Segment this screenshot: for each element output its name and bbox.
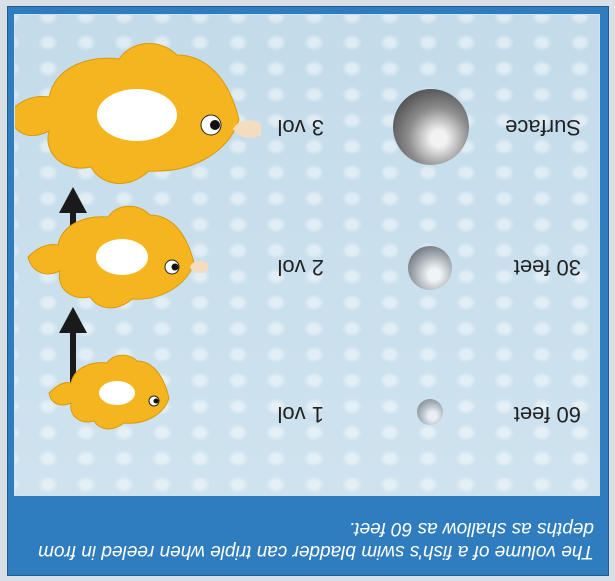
down-arrow-icon xyxy=(59,307,87,395)
fish-icon xyxy=(48,354,170,430)
water-background: 60 feet 1 vol 30 feet 2 vol Surface 3 vo… xyxy=(14,14,600,496)
caption-text: The volume of a fish's swim bladder can … xyxy=(38,518,594,562)
caption-banner: The volume of a fish's swim bladder can … xyxy=(8,496,608,575)
diagram-frame: The volume of a fish's swim bladder can … xyxy=(7,6,609,576)
fish-icon xyxy=(15,42,261,184)
fish-icon xyxy=(27,205,208,309)
fish-illustrations xyxy=(15,42,261,430)
